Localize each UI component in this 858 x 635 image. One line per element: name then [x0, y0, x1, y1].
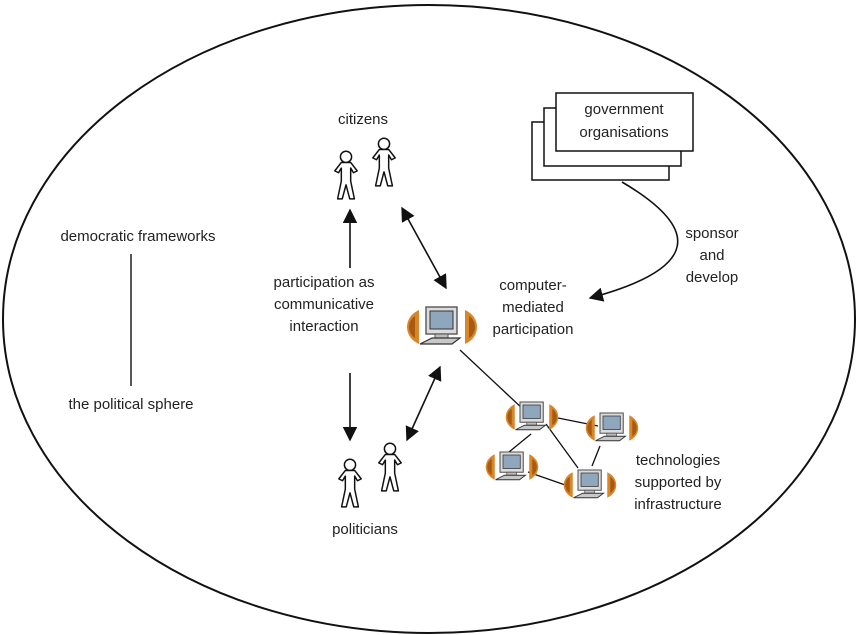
technologies-label-line3: infrastructure	[634, 496, 722, 513]
computer-icon	[406, 306, 478, 345]
citizens-computer-arrow	[401, 206, 447, 290]
computer-mediated-label-line2: mediated	[502, 299, 564, 316]
computer-mediated-label-line3: participation	[493, 321, 574, 338]
computer-mediated-label-line1: computer-	[499, 277, 567, 294]
political-sphere-ellipse	[2, 4, 856, 634]
democratic-frameworks-label: democratic frameworks	[60, 228, 215, 245]
computer-icon	[563, 469, 617, 499]
person-icon	[372, 137, 396, 187]
computer-icon	[485, 451, 539, 481]
person-icon	[338, 458, 362, 508]
citizens-label: citizens	[338, 111, 388, 128]
and-label: and	[699, 247, 724, 264]
person-icon	[334, 150, 358, 200]
technologies-label-line1: technologies	[636, 452, 720, 469]
sponsor-label: sponsor	[685, 225, 738, 242]
government-label-line2: organisations	[579, 124, 668, 141]
participation-label-line1: participation as	[274, 274, 375, 291]
person-icon	[378, 442, 402, 492]
participation-label-line2: communicative	[274, 296, 374, 313]
government-label-line1: government	[584, 101, 664, 118]
government-documents-icon	[531, 92, 694, 181]
politicians-computer-arrow	[405, 365, 442, 442]
politicians-label: politicians	[332, 521, 398, 538]
develop-label: develop	[686, 269, 739, 286]
network-link-line	[459, 349, 525, 411]
sponsor-arrow	[588, 181, 679, 302]
participation-label-line3: interaction	[289, 318, 358, 335]
technologies-label-line2: supported by	[635, 474, 722, 491]
political-sphere-label: the political sphere	[68, 396, 193, 413]
computer-icon	[585, 412, 639, 442]
computer-icon	[505, 401, 559, 431]
